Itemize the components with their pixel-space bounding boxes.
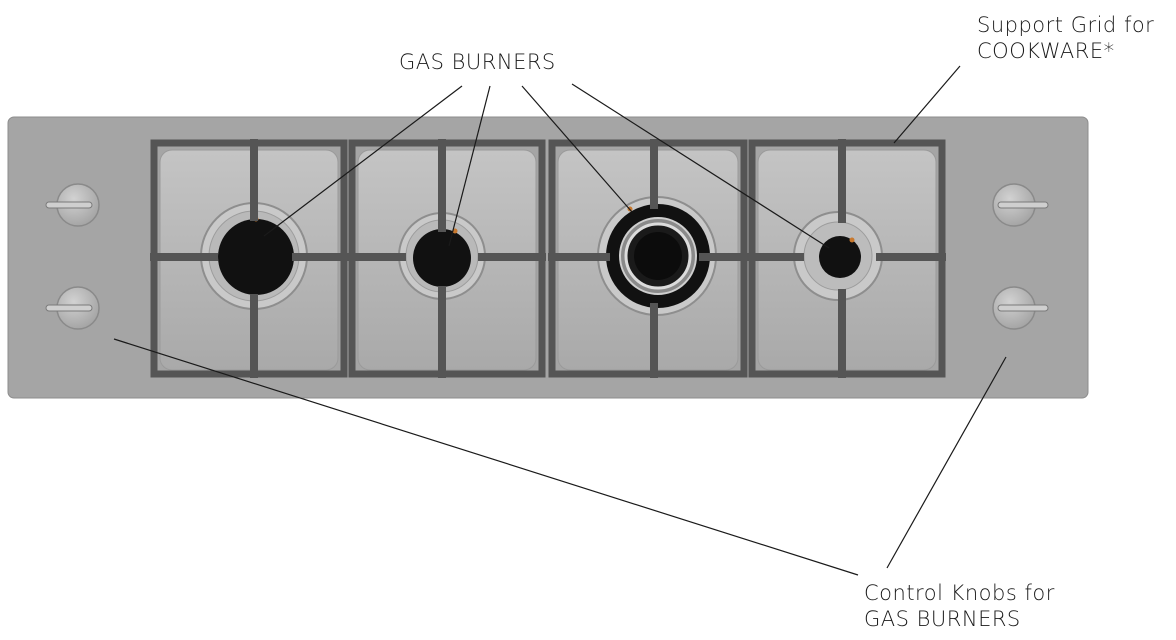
support-grid — [150, 139, 946, 378]
control-knobs-label-line1: Control Knobs for — [864, 581, 1055, 605]
leader-line-knob-right — [886, 356, 1007, 569]
control-knob-top-right[interactable] — [992, 183, 1049, 227]
control-knob-top-left[interactable] — [45, 183, 100, 227]
leader-line-burner-3 — [521, 85, 633, 213]
control-knobs-label: Control Knobs for GAS BURNERS — [864, 580, 1055, 632]
burner-cap-3-inner — [634, 232, 682, 280]
support-grid-label-line1: Support Grid for — [977, 13, 1155, 37]
leader-line-burner-2 — [448, 85, 491, 247]
gas-burners-label: GAS BURNERS — [399, 50, 556, 74]
control-knob-bottom-left[interactable] — [45, 286, 100, 330]
leader-line-burner-1 — [263, 85, 463, 237]
control-knobs-label-line2: GAS BURNERS — [864, 607, 1021, 631]
burner-cap-1 — [218, 219, 294, 295]
burner-cap-4 — [819, 236, 861, 278]
leader-lines — [113, 65, 1007, 576]
burner-cap-2 — [413, 229, 471, 287]
control-knobs — [45, 183, 1049, 330]
gas-burners — [218, 204, 861, 308]
leader-line-support-grid — [893, 65, 961, 144]
support-grid-label: Support Grid for COOKWARE* — [977, 12, 1154, 64]
control-knob-bottom-right[interactable] — [992, 286, 1049, 330]
leader-line-burner-4 — [571, 83, 830, 249]
leader-line-knob-left — [113, 338, 859, 576]
support-grid-label-line2: COOKWARE* — [977, 39, 1115, 63]
